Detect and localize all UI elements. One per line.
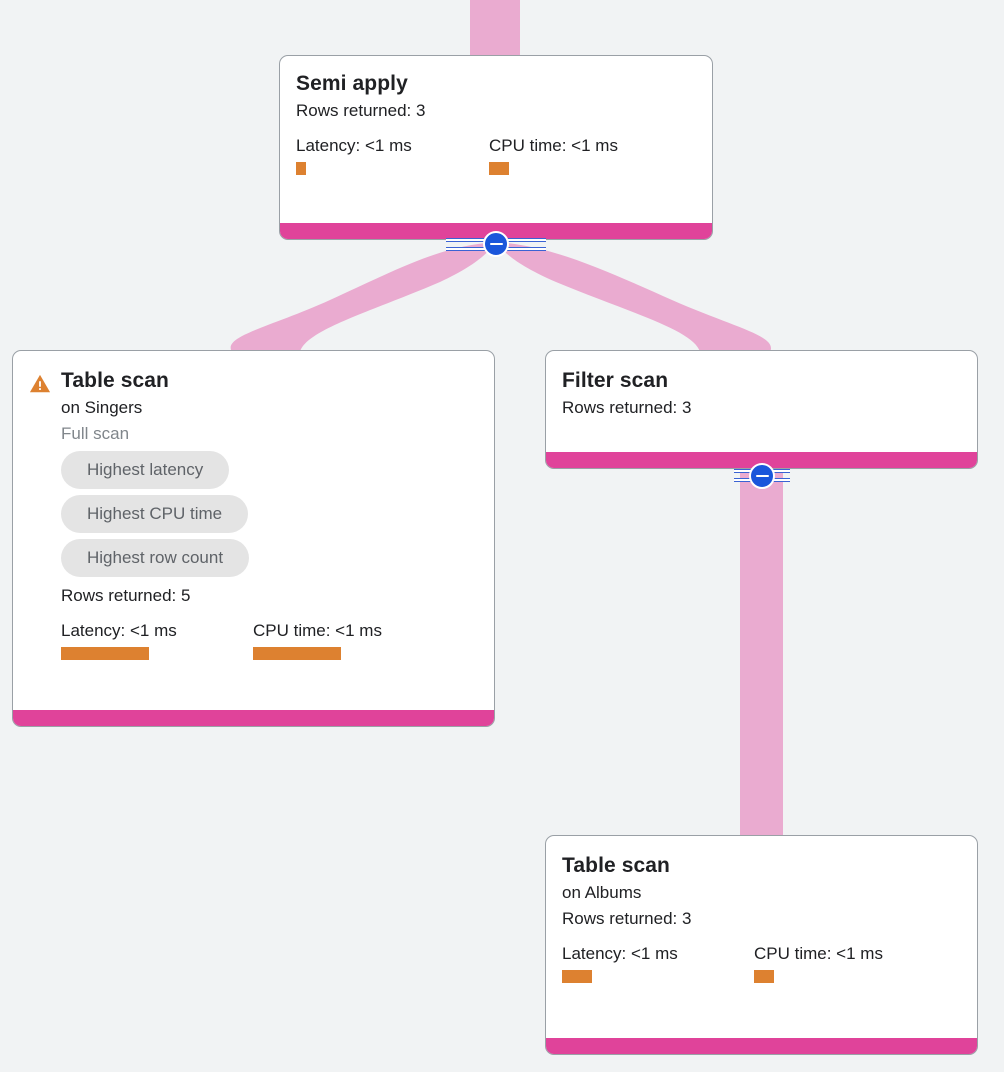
- edge-filterscan-to-albums: [740, 468, 783, 840]
- metric-cpu-label: CPU time: <1 ms: [489, 136, 618, 155]
- node-on-table: on Singers: [61, 398, 143, 417]
- node-scan-type: Full scan: [61, 424, 130, 443]
- metric-cpu-bar: [489, 162, 509, 175]
- minus-circle-icon: [755, 474, 769, 478]
- chip-highest-latency[interactable]: Highest latency: [61, 451, 230, 489]
- edge-incoming-root: [470, 0, 520, 56]
- node-filter-scan[interactable]: Filter scan Rows returned: 3: [545, 350, 978, 469]
- rows-returned: Rows returned: 3: [562, 909, 692, 928]
- node-semi-apply-title-row: Semi apply: [296, 70, 696, 98]
- edge-semiapply-to-singers: [230, 242, 496, 352]
- metric-cpu: CPU time: <1 ms: [754, 942, 883, 983]
- metric-latency-label: Latency: <1 ms: [296, 136, 412, 155]
- node-semi-apply-body: Semi apply Rows returned: 3 Latency: <1 …: [280, 56, 712, 223]
- metric-cpu-label: CPU time: <1 ms: [754, 944, 883, 963]
- warning-triangle-icon: [29, 374, 51, 393]
- metric-cpu: CPU time: <1 ms: [253, 619, 382, 660]
- rows-returned: Rows returned: 5: [61, 586, 191, 605]
- rows-returned: Rows returned: 3: [562, 398, 692, 417]
- metric-cpu-bar: [253, 647, 341, 660]
- metrics-row: Latency: <1 ms CPU time: <1 ms: [61, 619, 382, 660]
- node-title-row: Table scan on Singers Full scan Highest …: [29, 367, 478, 660]
- node-title: Table scan: [61, 369, 169, 392]
- chip-highest-row-count[interactable]: Highest row count: [61, 539, 250, 577]
- node-table-scan-singers[interactable]: Table scan on Singers Full scan Highest …: [12, 350, 495, 727]
- metric-latency-label: Latency: <1 ms: [61, 621, 177, 640]
- metrics-row: Latency: <1 ms CPU time: <1 ms: [296, 134, 696, 175]
- node-accent-bar: [546, 1038, 977, 1054]
- node-semi-apply[interactable]: Semi apply Rows returned: 3 Latency: <1 …: [279, 55, 713, 240]
- metric-latency: Latency: <1 ms: [61, 619, 253, 660]
- node-title: Filter scan: [562, 369, 669, 392]
- node-table-scan-singers-body: Table scan on Singers Full scan Highest …: [13, 351, 494, 710]
- node-title-block: Table scan on Singers Full scan Highest …: [61, 367, 382, 660]
- rows-returned: Rows returned: 3: [296, 101, 426, 120]
- node-on-table: on Albums: [562, 883, 642, 902]
- node-accent-bar: [546, 452, 977, 468]
- metric-latency-bar: [562, 970, 592, 983]
- metrics-row: Latency: <1 ms CPU time: <1 ms: [562, 942, 961, 983]
- collapse-toggle-filter-scan[interactable]: [749, 463, 775, 489]
- metric-cpu-bar: [754, 970, 774, 983]
- metric-cpu-label: CPU time: <1 ms: [253, 621, 382, 640]
- metric-latency-label: Latency: <1 ms: [562, 944, 678, 963]
- metric-latency: Latency: <1 ms: [296, 134, 489, 175]
- node-table-scan-albums-body: Table scan on Albums Rows returned: 3 La…: [546, 836, 977, 1038]
- node-title: Semi apply: [296, 72, 408, 95]
- chip-highest-cpu-time[interactable]: Highest CPU time: [61, 495, 249, 533]
- minus-circle-icon: [489, 242, 503, 246]
- node-accent-bar: [13, 710, 494, 726]
- metric-latency-bar: [61, 647, 149, 660]
- node-chips: Highest latency Highest CPU time Highest…: [61, 451, 382, 577]
- metric-cpu: CPU time: <1 ms: [489, 134, 618, 175]
- node-filter-scan-body: Filter scan Rows returned: 3: [546, 351, 977, 452]
- edge-semiapply-to-filterscan: [496, 242, 771, 352]
- metric-latency-bar: [296, 162, 306, 175]
- node-table-scan-albums[interactable]: Table scan on Albums Rows returned: 3 La…: [545, 835, 978, 1055]
- metric-latency: Latency: <1 ms: [562, 942, 754, 983]
- collapse-toggle-semi-apply[interactable]: [483, 231, 509, 257]
- node-title: Table scan: [562, 854, 670, 877]
